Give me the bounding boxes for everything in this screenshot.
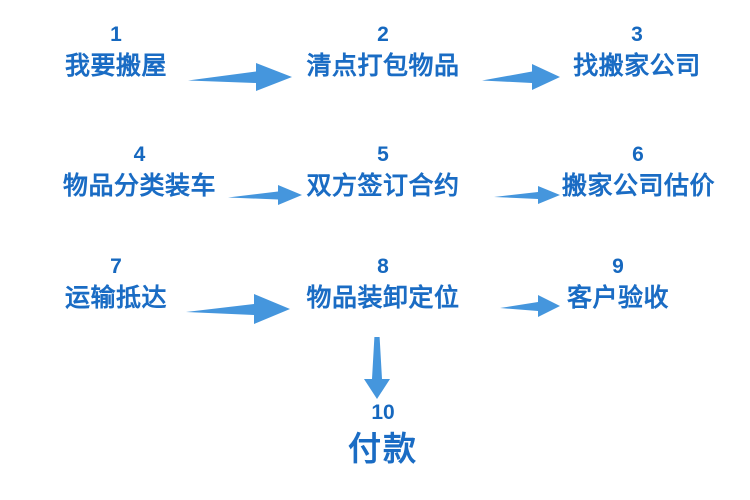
step-label-6: 搬家公司估价 (562, 172, 716, 200)
step-number-7: 7 (110, 255, 122, 278)
step-label-10: 付款 (348, 430, 418, 467)
arrow-right-icon-4-to-5 (228, 184, 302, 206)
step-number-9: 9 (612, 255, 624, 278)
flow-step-9[interactable]: 9 客户验收 (562, 256, 674, 311)
step-number-6: 6 (632, 143, 644, 166)
arrow-right-icon-5-to-6 (494, 185, 560, 205)
flow-step-10[interactable]: 10 付款 (303, 402, 463, 465)
arrow-down-icon-8-to-10 (363, 337, 391, 399)
flow-step-7[interactable]: 7 运输抵达 (62, 256, 170, 311)
step-number-1: 1 (110, 23, 122, 46)
step-number-3: 3 (631, 23, 643, 46)
step-number-4: 4 (133, 143, 146, 166)
step-number-8: 8 (377, 255, 389, 278)
arrow-right-icon-2-to-3 (482, 63, 560, 91)
step-label-8: 物品装卸定位 (306, 284, 460, 312)
flow-step-4[interactable]: 4 物品分类装车 (62, 144, 217, 199)
step-number-10: 10 (371, 401, 395, 424)
step-label-4: 物品分类装车 (62, 172, 216, 200)
flow-step-8[interactable]: 8 物品装卸定位 (303, 256, 463, 311)
step-label-1: 我要搬屋 (64, 52, 167, 80)
arrow-right-icon-1-to-2 (188, 62, 292, 92)
step-label-2: 清点打包物品 (306, 52, 460, 80)
flow-step-6[interactable]: 6 搬家公司估价 (562, 143, 716, 200)
flow-step-3[interactable]: 3 找搬家公司 (562, 24, 712, 79)
flow-step-1[interactable]: 1 我要搬屋 (62, 24, 170, 79)
step-number-2: 2 (377, 23, 389, 46)
arrow-right-icon-7-to-8 (186, 293, 290, 325)
step-label-9: 客户验收 (566, 284, 669, 312)
step-label-5: 双方签订合约 (306, 172, 460, 200)
arrow-right-icon-8-to-9 (500, 294, 560, 318)
step-label-7: 运输抵达 (64, 284, 167, 312)
flow-step-2[interactable]: 2 清点打包物品 (303, 24, 463, 79)
flow-step-5[interactable]: 5 双方签订合约 (303, 144, 463, 199)
step-label-3: 找搬家公司 (573, 52, 701, 80)
step-number-5: 5 (377, 143, 389, 166)
